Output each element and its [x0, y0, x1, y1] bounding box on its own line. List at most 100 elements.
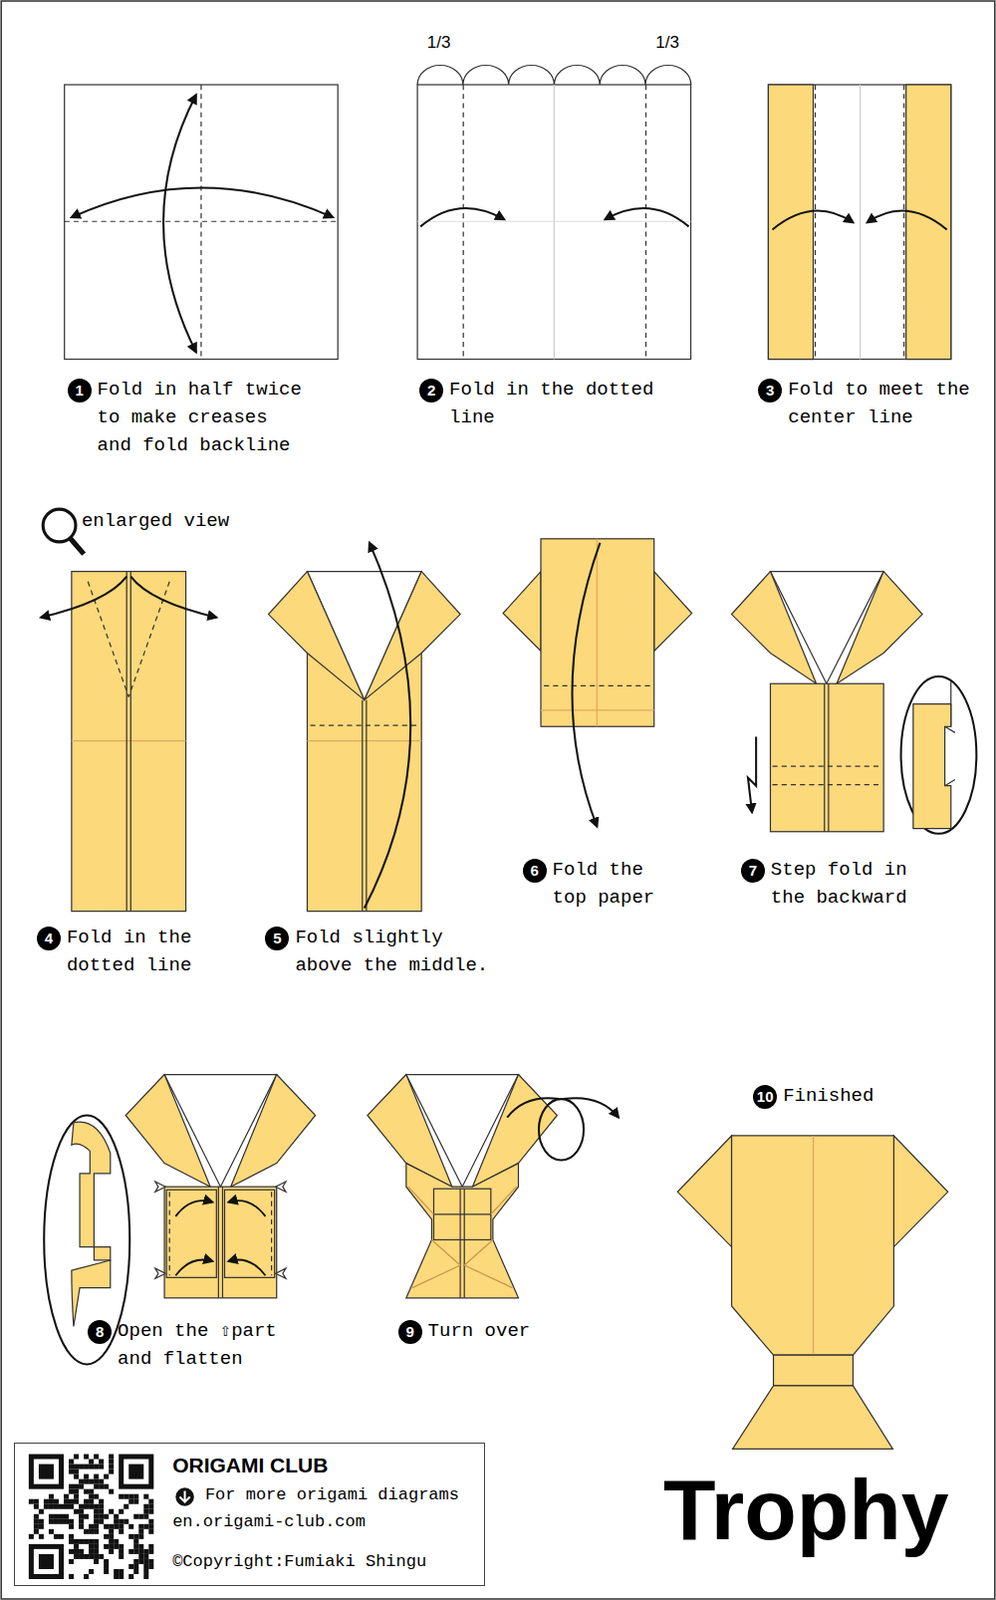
- qr-module: [88, 1489, 94, 1494]
- qr-finder: [128, 1464, 144, 1480]
- qr-module: [68, 1469, 74, 1475]
- step3-figure: [767, 84, 813, 360]
- step-instruction: 2Fold in the dotted line: [419, 375, 661, 432]
- step6-figure: [571, 542, 600, 827]
- step5-figure: [310, 725, 420, 727]
- qr-module: [118, 1543, 124, 1549]
- step8-figure: [175, 1200, 213, 1217]
- step1-figure: [64, 84, 338, 360]
- qr-finder: [123, 1459, 149, 1485]
- step7-figure: [732, 571, 978, 834]
- qr-module: [118, 1553, 124, 1559]
- qr-module: [138, 1533, 144, 1539]
- qr-module: [133, 1558, 139, 1564]
- step8-figure: [231, 1074, 316, 1188]
- qr-module: [93, 1503, 99, 1509]
- step2-figure: [645, 84, 647, 360]
- step9-figure: [464, 1264, 512, 1288]
- qr-module: [78, 1464, 84, 1470]
- qr-module: [93, 1454, 99, 1460]
- qr-module: [93, 1513, 99, 1519]
- step8-figure: [43, 1114, 130, 1364]
- qr-module: [73, 1508, 79, 1514]
- qr-module: [143, 1508, 149, 1514]
- qr-module: [118, 1568, 124, 1574]
- qr-module: [78, 1548, 84, 1554]
- step2-figure: [417, 65, 692, 86]
- step1-figure: [200, 84, 202, 360]
- step-number: 6: [522, 858, 547, 883]
- qr-module: [113, 1573, 119, 1579]
- step6-figure: [596, 538, 598, 727]
- step2-figure: [605, 208, 690, 227]
- qr-module: [88, 1528, 94, 1534]
- qr-module: [148, 1518, 154, 1524]
- finished-trophy: [733, 1385, 894, 1450]
- qr-module: [113, 1518, 119, 1524]
- qr-finder: [38, 1464, 54, 1480]
- qr-module: [98, 1518, 104, 1524]
- qr-module: [103, 1523, 109, 1529]
- step5-figure: [268, 571, 365, 701]
- step8-figure: [275, 1181, 286, 1192]
- step1-figure: [64, 221, 338, 223]
- qr-module: [118, 1523, 124, 1529]
- step3-figure: [772, 211, 854, 231]
- qr-module: [83, 1513, 89, 1519]
- step6-figure: [543, 685, 652, 687]
- qr-module: [148, 1528, 154, 1534]
- step7-figure: [945, 726, 956, 733]
- step3-figure: [767, 84, 951, 360]
- qr-module: [73, 1489, 79, 1494]
- qr-module: [98, 1464, 104, 1470]
- step-instruction: 5Fold slightly above the middle.: [264, 923, 497, 980]
- qr-module: [148, 1563, 154, 1569]
- step-instruction: 8Open the ⇧part and flatten: [87, 1316, 295, 1373]
- step-instruction: 3Fold to meet the center line: [757, 375, 980, 432]
- qr-module: [133, 1543, 139, 1549]
- qr-module: [103, 1568, 109, 1574]
- step7-figure: [945, 779, 956, 786]
- step4-figure: [130, 571, 132, 912]
- qr-module: [128, 1563, 134, 1569]
- qr-module: [88, 1498, 94, 1504]
- step1-figure: [71, 187, 333, 218]
- qr-module: [88, 1523, 94, 1529]
- step2-figure: [417, 65, 692, 360]
- finished-trophy: [677, 1135, 948, 1449]
- qr-module: [88, 1548, 94, 1554]
- step4-figure: [71, 740, 187, 742]
- step4-figure: [70, 538, 84, 554]
- qr-module: [73, 1454, 79, 1460]
- qr-module: [83, 1503, 89, 1509]
- qr-module: [68, 1573, 74, 1579]
- qr-module: [68, 1548, 74, 1554]
- qr-module: [108, 1464, 114, 1470]
- step8-figure: [222, 1186, 224, 1298]
- step6-figure: [654, 571, 693, 652]
- fraction-mark: 1/3: [427, 32, 452, 53]
- qr-module: [73, 1498, 79, 1504]
- qr-module: [98, 1479, 104, 1485]
- qr-module: [53, 1498, 59, 1504]
- qr-module: [83, 1464, 89, 1470]
- step4-figure: [128, 581, 170, 698]
- step9-figure: [491, 1186, 517, 1215]
- step-number: 5: [264, 926, 289, 951]
- qr-module: [138, 1548, 144, 1554]
- step-number: 1: [67, 378, 92, 403]
- qr-module: [108, 1454, 114, 1460]
- qr-module: [28, 1498, 34, 1504]
- qr-module: [113, 1513, 119, 1519]
- qr-module: [68, 1558, 74, 1564]
- step8-figure: [71, 1259, 111, 1327]
- step-number: 4: [36, 926, 61, 951]
- qr-module: [83, 1489, 89, 1494]
- step-caption: Turn over: [428, 1316, 553, 1345]
- step3-figure: [767, 84, 951, 360]
- qr-module: [98, 1484, 104, 1490]
- qr-module: [108, 1543, 114, 1549]
- step8-figure: [169, 1191, 171, 1275]
- qr-module: [68, 1489, 74, 1494]
- qr-code: [28, 1454, 154, 1579]
